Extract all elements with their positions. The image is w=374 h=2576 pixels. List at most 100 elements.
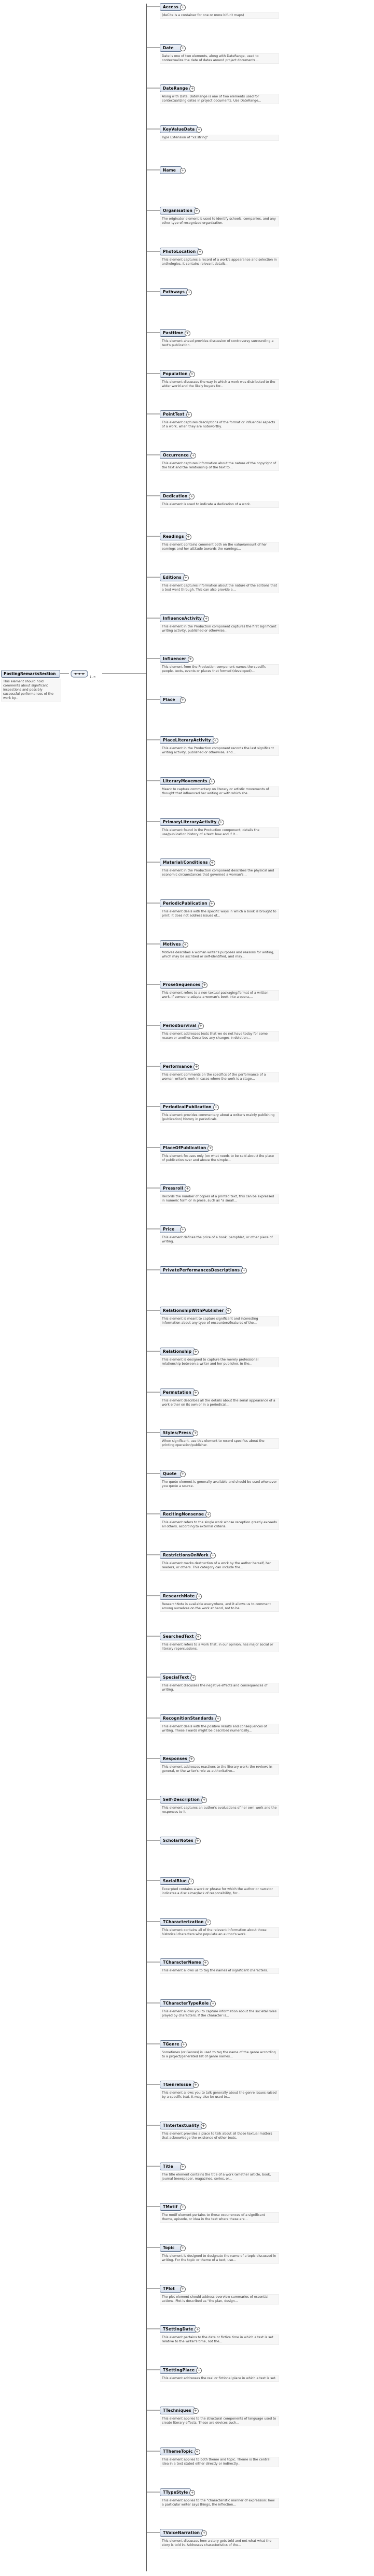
child-element-node[interactable]: Pasttime+ xyxy=(160,329,191,337)
child-element-node[interactable]: PhotoLocation+ xyxy=(160,248,203,255)
child-element-node[interactable]: PlaceLiteraryActivity+ xyxy=(160,736,218,744)
child-element-node[interactable]: ResearchNote+ xyxy=(160,1592,202,1600)
expand-icon[interactable]: + xyxy=(194,2449,200,2455)
expand-icon[interactable]: + xyxy=(186,412,192,418)
expand-icon[interactable]: + xyxy=(192,1430,199,1436)
expand-icon[interactable]: + xyxy=(188,1879,194,1884)
child-element-node[interactable]: TThemeTopic+ xyxy=(160,2448,200,2455)
child-element-node[interactable]: SearchedText+ xyxy=(160,1633,201,1640)
child-element-node[interactable]: Topic+ xyxy=(160,2244,186,2252)
expand-icon[interactable]: + xyxy=(195,1634,201,1640)
child-element-node[interactable]: Performance+ xyxy=(160,1063,200,1070)
expand-icon[interactable]: + xyxy=(209,901,215,907)
child-element-node[interactable]: SpecialText+ xyxy=(160,1673,197,1681)
child-element-node[interactable]: TMotif+ xyxy=(160,2203,186,2211)
child-element-node[interactable]: KeyValueData+ xyxy=(160,125,202,133)
expand-icon[interactable]: + xyxy=(185,1186,191,1192)
expand-icon[interactable]: + xyxy=(207,1146,214,1151)
expand-icon[interactable]: + xyxy=(180,2245,186,2251)
child-element-node[interactable]: PlaceOfPublication+ xyxy=(160,1144,214,1152)
expand-icon[interactable]: + xyxy=(202,1960,209,1966)
expand-icon[interactable]: + xyxy=(205,1512,212,1518)
child-element-node[interactable]: ScholarNotes+ xyxy=(160,1837,201,1844)
child-element-node[interactable]: Material/Conditions+ xyxy=(160,858,215,866)
child-element-node[interactable]: TSettingPlace+ xyxy=(160,2366,202,2374)
child-element-node[interactable]: Access+ xyxy=(160,3,186,11)
child-element-node[interactable]: Date+ xyxy=(160,44,186,52)
expand-icon[interactable]: + xyxy=(189,1756,195,1762)
expand-icon[interactable]: + xyxy=(181,2042,187,2048)
child-element-node[interactable]: TTechniques+ xyxy=(160,2407,199,2414)
root-element-node[interactable]: PostingRemarksSection xyxy=(1,670,60,678)
child-element-node[interactable]: RestrictionsOnWork+ xyxy=(160,1551,216,1559)
child-element-node[interactable]: Influencer+ xyxy=(160,655,193,663)
child-element-node[interactable]: RecitingNonsense+ xyxy=(160,1510,212,1518)
expand-icon[interactable]: + xyxy=(192,2408,199,2414)
child-element-node[interactable]: Price+ xyxy=(160,1225,186,1233)
expand-icon[interactable]: + xyxy=(194,208,200,214)
expand-icon[interactable]: + xyxy=(197,249,203,255)
child-element-node[interactable]: PrivatePerformancesDescriptions+ xyxy=(160,1266,247,1274)
expand-icon[interactable]: + xyxy=(203,616,210,622)
expand-icon[interactable]: + xyxy=(202,982,208,988)
expand-icon[interactable]: + xyxy=(212,738,218,743)
expand-icon[interactable]: + xyxy=(180,2286,186,2292)
child-element-node[interactable]: PeriodicPublication+ xyxy=(160,899,215,907)
expand-icon[interactable]: + xyxy=(218,820,224,825)
expand-icon[interactable]: + xyxy=(201,1797,207,1803)
expand-icon[interactable]: + xyxy=(187,656,193,662)
expand-icon[interactable]: + xyxy=(200,2123,206,2129)
expand-icon[interactable]: + xyxy=(241,1268,247,1273)
child-element-node[interactable]: LiteraryMovements+ xyxy=(160,777,215,785)
expand-icon[interactable]: + xyxy=(180,2164,186,2170)
expand-icon[interactable]: + xyxy=(209,860,215,866)
sequence-compositor-icon[interactable]: 1..∞ xyxy=(69,669,102,679)
expand-icon[interactable]: + xyxy=(183,575,189,581)
child-element-node[interactable]: PeriodicalPublication+ xyxy=(160,1103,219,1111)
child-element-node[interactable]: Population+ xyxy=(160,370,195,378)
expand-icon[interactable]: + xyxy=(213,1105,219,1110)
child-element-node[interactable]: Occurrence+ xyxy=(160,451,196,459)
expand-icon[interactable]: + xyxy=(180,168,186,174)
child-element-node[interactable]: Dedication+ xyxy=(160,492,195,500)
child-element-node[interactable]: TCharacterTypeRole+ xyxy=(160,1999,216,2007)
child-element-node[interactable]: RelationshipWithPublisher+ xyxy=(160,1307,231,1314)
expand-icon[interactable]: + xyxy=(180,697,186,703)
expand-icon[interactable]: + xyxy=(196,1594,202,1599)
child-element-node[interactable]: Relationship+ xyxy=(160,1348,199,1355)
child-element-node[interactable]: Quote+ xyxy=(160,1470,186,1478)
expand-icon[interactable]: + xyxy=(198,1023,204,1029)
child-element-node[interactable]: Organisation+ xyxy=(160,207,200,214)
expand-icon[interactable]: + xyxy=(196,127,202,133)
child-element-node[interactable]: InfluenceActivity+ xyxy=(160,614,210,622)
child-element-node[interactable]: Permutation+ xyxy=(160,1389,199,1396)
expand-icon[interactable]: + xyxy=(193,1349,199,1355)
child-element-node[interactable]: SocialBlue+ xyxy=(160,1877,194,1885)
expand-icon[interactable]: + xyxy=(189,371,195,377)
child-element-node[interactable]: RecognitionStandards+ xyxy=(160,1714,221,1722)
child-element-node[interactable]: PeriodSurvival+ xyxy=(160,1022,204,1029)
expand-icon[interactable]: + xyxy=(180,5,186,10)
expand-icon[interactable]: + xyxy=(195,2327,201,2332)
expand-icon[interactable]: + xyxy=(201,2530,207,2536)
child-element-node[interactable]: PointText+ xyxy=(160,410,192,418)
child-element-node[interactable]: Name+ xyxy=(160,166,186,174)
expand-icon[interactable]: + xyxy=(185,534,191,540)
expand-icon[interactable]: + xyxy=(225,1308,231,1314)
expand-icon[interactable]: + xyxy=(190,1675,197,1681)
expand-icon[interactable]: + xyxy=(210,2001,216,2007)
child-element-node[interactable]: Styles/Press+ xyxy=(160,1429,199,1437)
expand-icon[interactable]: + xyxy=(205,1920,211,1925)
child-element-node[interactable]: TTypeStyle+ xyxy=(160,2488,196,2496)
child-element-node[interactable]: Title+ xyxy=(160,2163,186,2170)
child-element-node[interactable]: Responses+ xyxy=(160,1755,195,1763)
child-element-node[interactable]: Pathways+ xyxy=(160,288,192,296)
child-element-node[interactable]: Motives+ xyxy=(160,940,188,948)
expand-icon[interactable]: + xyxy=(180,1471,186,1477)
expand-icon[interactable]: + xyxy=(192,2082,199,2088)
expand-icon[interactable]: + xyxy=(186,290,192,295)
expand-icon[interactable]: + xyxy=(180,2205,186,2210)
expand-icon[interactable]: + xyxy=(215,1716,221,1722)
child-element-node[interactable]: TVoiceNarration+ xyxy=(160,2529,207,2537)
child-element-node[interactable]: TPlot+ xyxy=(160,2285,186,2293)
